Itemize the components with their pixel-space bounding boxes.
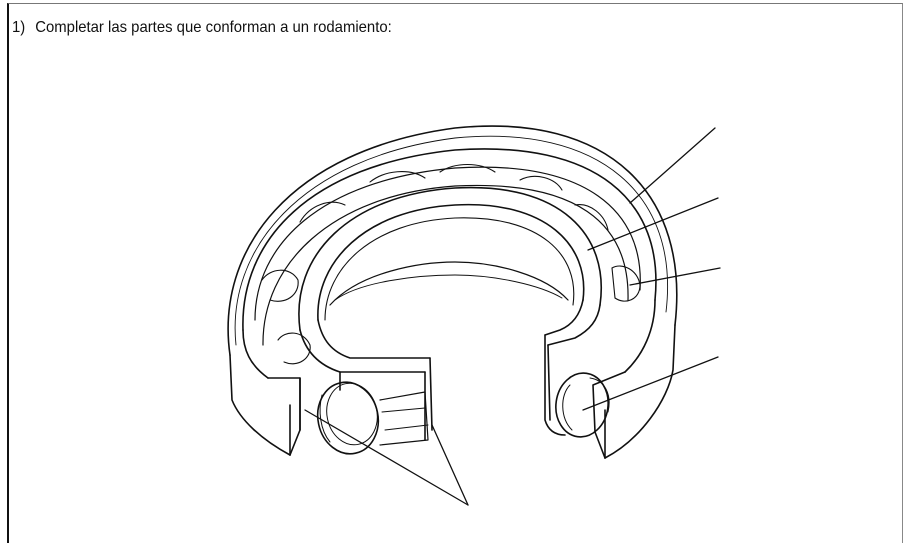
leader-line-raceway: [431, 424, 469, 506]
inner-ring: [298, 186, 602, 441]
rolling-element: [316, 372, 610, 455]
leader-line-ball-left: [304, 409, 469, 506]
leader-line-cage: [629, 267, 721, 286]
leader-line-ball-right: [582, 356, 719, 411]
outer-ring: [227, 125, 678, 459]
leader-line-outer-ring: [629, 127, 716, 204]
leader-lines: [304, 127, 721, 506]
page-border: [7, 3, 903, 543]
leader-line-inner-ring: [587, 197, 719, 251]
question-prompt: 1) Completar las partes que conforman a u…: [12, 19, 392, 37]
cage: [254, 163, 641, 365]
question-text: Completar las partes que conforman a un …: [35, 19, 392, 36]
question-number: 1): [12, 19, 26, 36]
